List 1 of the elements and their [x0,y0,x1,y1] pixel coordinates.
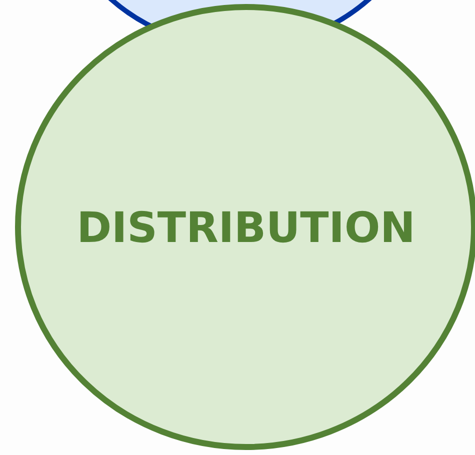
node-label: DISTRIBUTION [76,202,416,252]
